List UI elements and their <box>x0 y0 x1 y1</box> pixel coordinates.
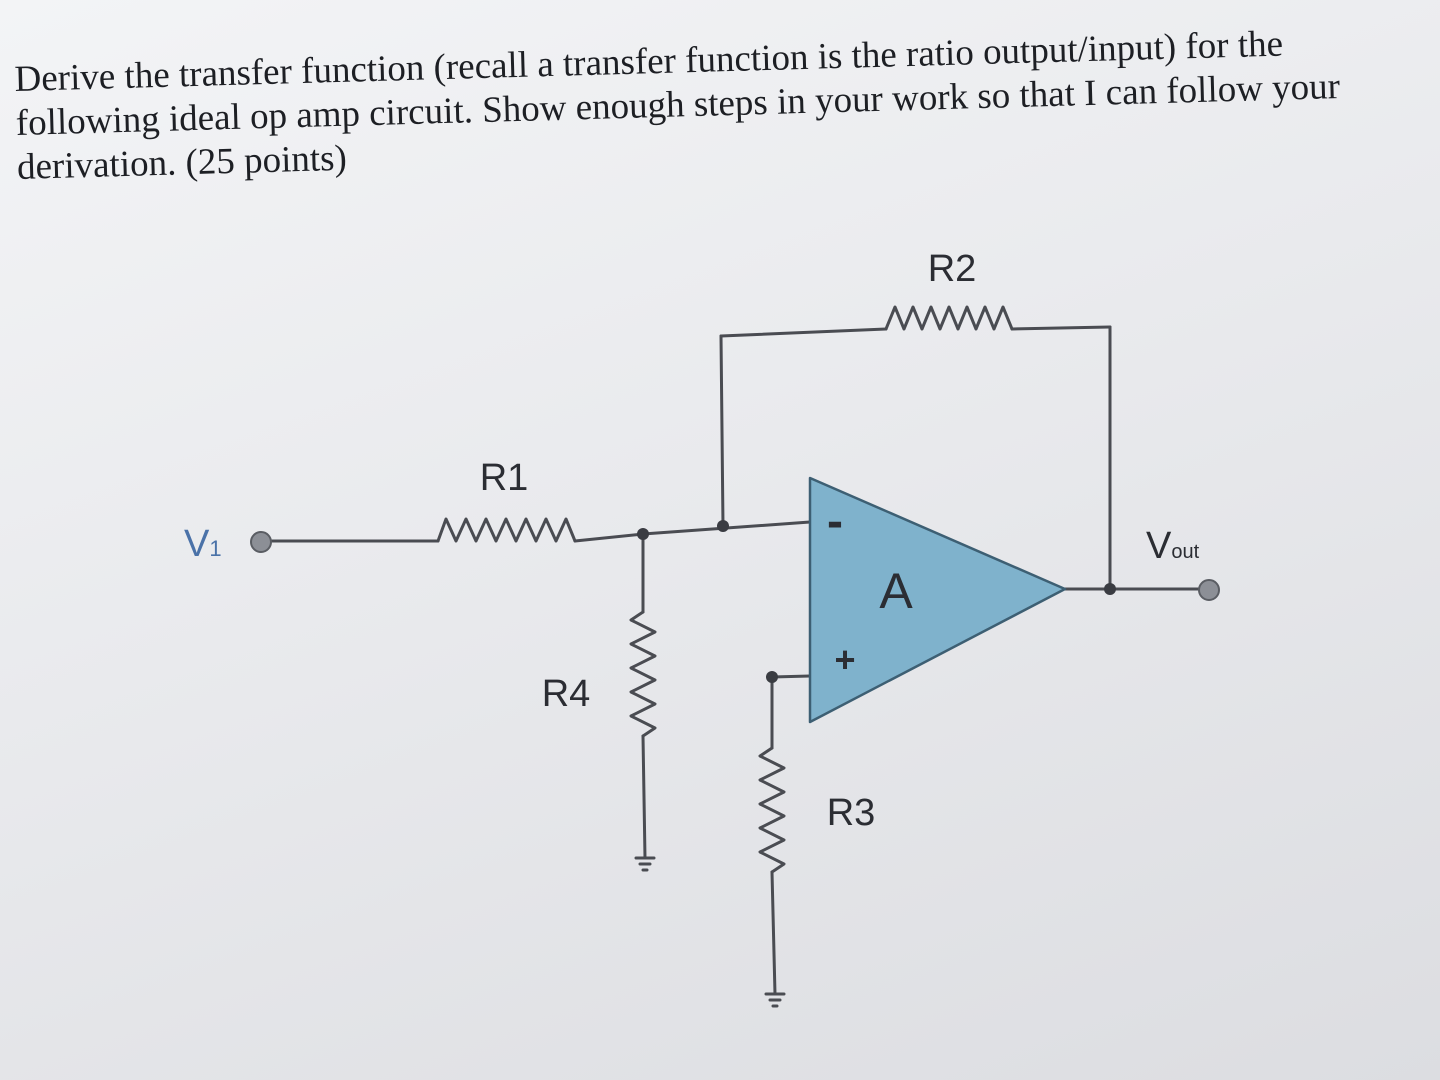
junction-dot-r4 <box>637 528 649 540</box>
resistor-r3 <box>758 746 786 874</box>
resistor-r4-label: R4 <box>542 673 591 715</box>
inverting-input-sign: - <box>827 495 843 548</box>
output-voltage-subscript: out <box>1171 541 1199 563</box>
noninverting-input-sign: + <box>834 639 855 680</box>
wire-r1-to-node <box>573 532 645 543</box>
resistor-r1-label: R1 <box>480 457 529 499</box>
wire-noninverting-to-node <box>770 674 812 679</box>
op-amp-gain-label: A <box>879 563 913 619</box>
feedback-wire-left <box>719 334 725 528</box>
feedback-wire-top-right <box>1010 325 1112 331</box>
junction-dot-output <box>1104 583 1116 595</box>
op-amp-triangle <box>808 476 1067 724</box>
output-terminal <box>1198 579 1220 601</box>
input-voltage-label: V1 <box>184 523 222 565</box>
junction-dot-feedback <box>717 520 729 532</box>
resistor-r1 <box>436 517 577 543</box>
output-voltage-symbol: V <box>1146 525 1172 567</box>
ground-r3-icon <box>764 992 786 1008</box>
feedback-wire-top-left <box>719 327 888 338</box>
resistor-r4 <box>629 610 657 738</box>
input-voltage-symbol: V <box>184 523 210 565</box>
input-terminal <box>250 531 272 553</box>
resistor-r3-label: R3 <box>827 792 876 834</box>
wire-r4-to-ground <box>641 734 647 860</box>
ground-r4-icon <box>634 856 656 872</box>
resistor-r2 <box>884 305 1014 331</box>
resistor-r2-label: R2 <box>928 248 977 290</box>
input-voltage-subscript: 1 <box>209 536 221 561</box>
wire-r3-to-ground <box>770 870 777 996</box>
output-voltage-label: Vout <box>1146 525 1200 567</box>
junction-dot-r3 <box>766 671 778 683</box>
